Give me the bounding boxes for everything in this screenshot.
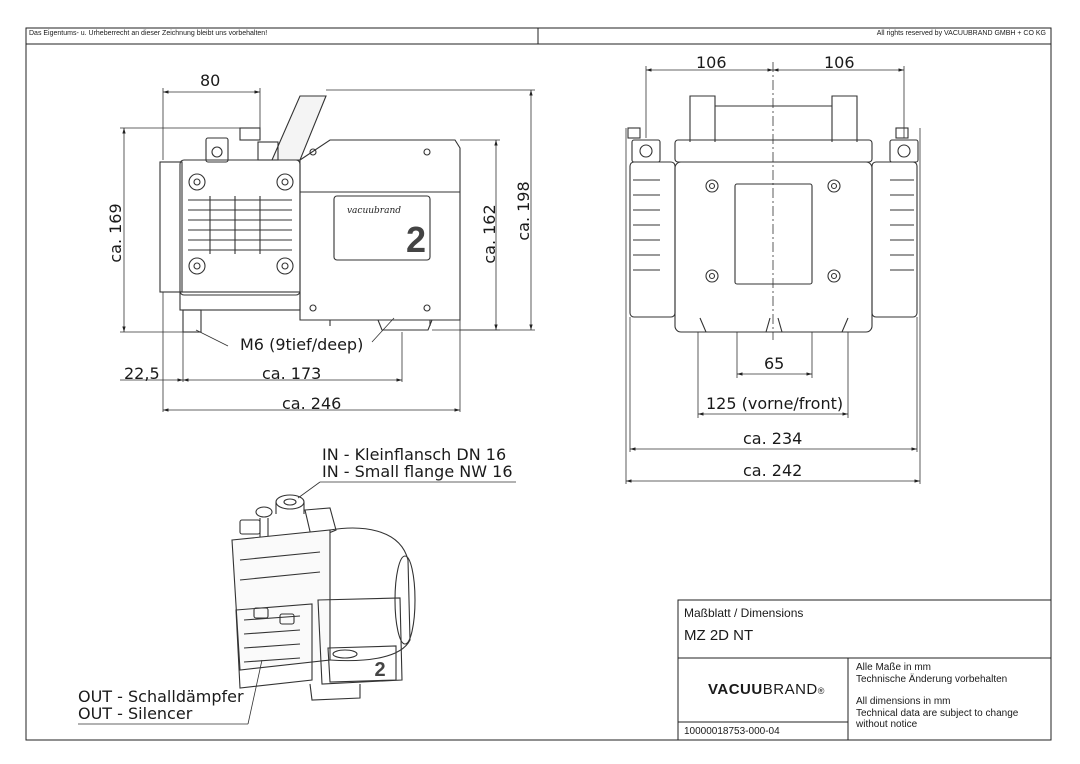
- thread-note: M6 (9tief/deep): [240, 335, 364, 354]
- side-view-drawing: [159, 95, 461, 333]
- front-view-dimensions: [625, 62, 921, 484]
- dim-125-front: 125 (vorne/front): [706, 394, 844, 413]
- inlet-label-en: IN - Small flange NW 16: [322, 462, 513, 481]
- dim-ca-234: ca. 234: [743, 429, 803, 448]
- note-en-2: Technical data are subject to change: [856, 708, 1019, 719]
- document-number: 10000018753-000-04: [684, 726, 780, 737]
- dim-65: 65: [764, 354, 785, 373]
- logo-bold: VACUU: [708, 681, 763, 698]
- copyright-notice-de: Das Eigentums- u. Urheberrecht an dieser…: [29, 30, 268, 37]
- iso-model-digit: 2: [374, 659, 385, 681]
- dim-ca-246: ca. 246: [282, 394, 342, 413]
- dim-ca-162: ca. 162: [480, 204, 499, 264]
- iso-leaders: [78, 481, 516, 725]
- logo-mark: ®: [817, 686, 825, 696]
- model-name: MZ 2D NT: [684, 627, 754, 644]
- outlet-label-en: OUT - Silencer: [78, 704, 193, 723]
- dim-80: 80: [200, 71, 221, 90]
- vacuubrand-logo: VACUUBRAND®: [708, 681, 825, 698]
- sheet-title: Maßblatt / Dimensions: [684, 606, 804, 620]
- side-view-dimensions: [120, 88, 535, 412]
- sheet-frame: [25, 27, 1052, 741]
- title-block-frame: [677, 599, 1052, 741]
- note-de-1: Alle Maße in mm: [856, 662, 932, 673]
- side-model-digit: 2: [406, 219, 426, 260]
- dim-ca-242: ca. 242: [743, 461, 803, 480]
- dim-106-right: 106: [824, 53, 855, 72]
- dim-ca-173: ca. 173: [262, 364, 322, 383]
- dim-ca-169: ca. 169: [106, 203, 125, 263]
- outlet-label-de: OUT - Schalldämpfer: [78, 687, 244, 706]
- inlet-label-de: IN - Kleinflansch DN 16: [322, 445, 507, 464]
- copyright-notice-en: All rights reserved by VACUUBRAND GMBH +…: [876, 30, 1046, 37]
- dim-ca-198: ca. 198: [514, 181, 533, 241]
- side-brand-plate: vacuubrand: [347, 206, 401, 216]
- logo-light: BRAND: [762, 681, 818, 698]
- iso-view-drawing: [231, 494, 416, 701]
- note-en-1: All dimensions in mm: [856, 696, 951, 707]
- dim-106-left: 106: [696, 53, 727, 72]
- dim-22-5: 22,5: [124, 364, 160, 383]
- note-en-3: without notice: [856, 719, 918, 730]
- note-de-2: Technische Änderung vorbehalten: [856, 674, 1008, 685]
